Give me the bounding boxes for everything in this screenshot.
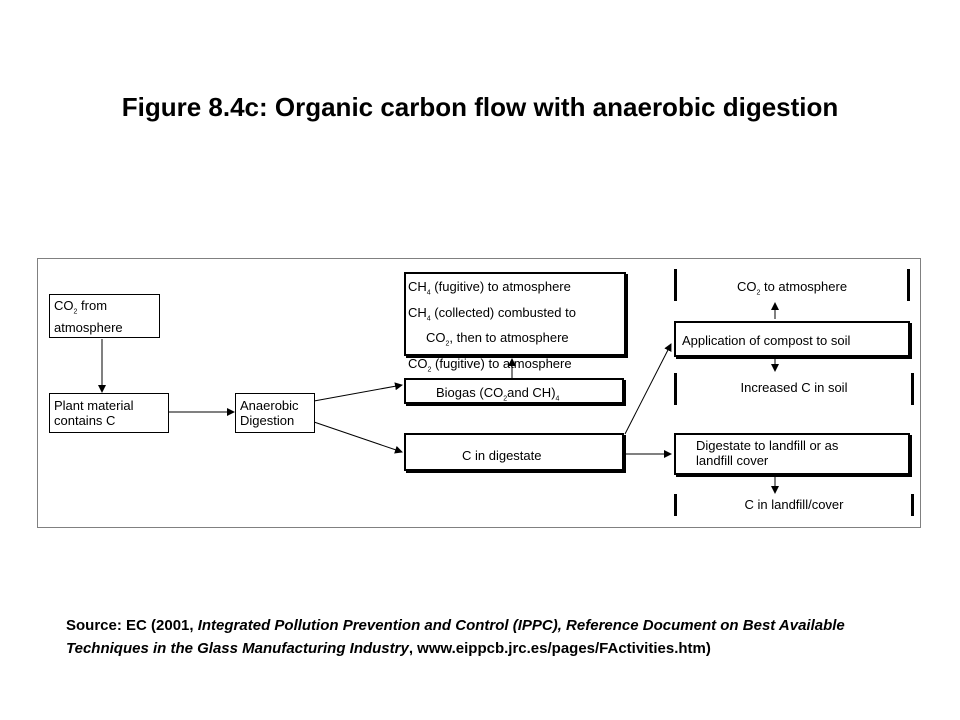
node-co2-from-atmosphere: CO2 from atmosphere <box>49 294 160 338</box>
node-compost-to-soil: Application of compost to soil <box>674 321 910 357</box>
node-increased-c-soil: Increased C in soil <box>674 373 914 405</box>
node-ch4-co2-outputs: CH4 (fugitive) to atmosphere CH4 (collec… <box>404 272 626 373</box>
node-co2-to-atmosphere: CO2 to atmosphere <box>674 269 910 301</box>
arrow-digestion-to-digestate <box>313 421 403 454</box>
source-citation: Source: EC (2001, Integrated Pollution P… <box>66 617 845 657</box>
node-c-in-landfill: C in landfill/cover <box>674 494 914 516</box>
connector-arrows <box>98 302 779 494</box>
node-plant-material: Plant material contains C <box>49 393 169 433</box>
page-title: Figure 8.4c: Organic carbon flow with an… <box>121 92 839 122</box>
node-c-in-digestate: C in digestate <box>404 433 624 471</box>
arrow-digestion-to-biogas <box>313 382 403 402</box>
node-digestate-landfill: Digestate to landfill or as landfill cov… <box>674 433 910 475</box>
arrow-digestate-to-compost <box>624 343 672 435</box>
node-anaerobic-digestion: Anaerobic Digestion <box>235 393 315 433</box>
flow-diagram: CO2 from atmosphere Plant material conta… <box>37 258 921 528</box>
node-biogas: Biogas (CO2and CH)4 <box>404 378 624 404</box>
